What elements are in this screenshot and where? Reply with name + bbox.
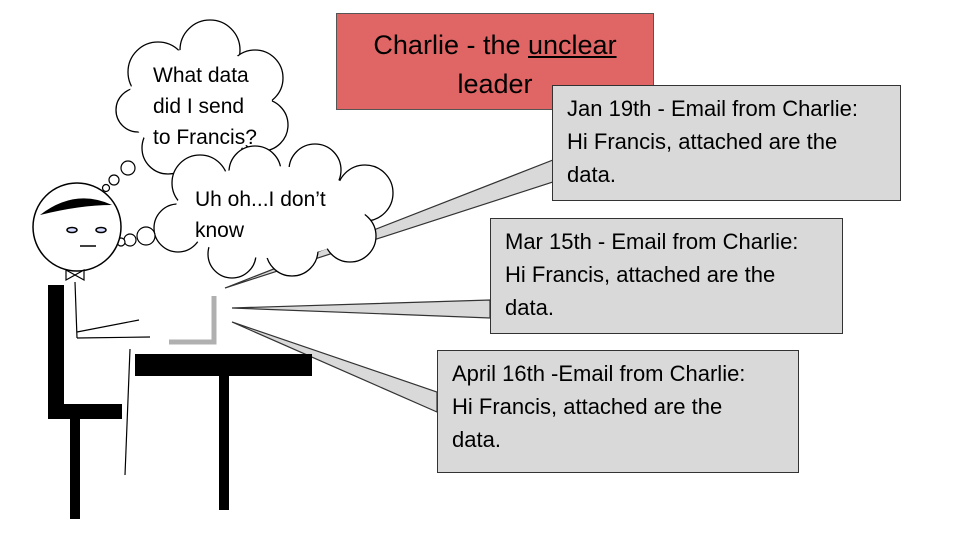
email-header: Mar 15th - Email from Charlie: <box>505 229 799 254</box>
thought-line: know <box>195 219 245 242</box>
bowtie-icon <box>65 268 85 282</box>
email-header: April 16th -Email from Charlie: <box>452 361 746 386</box>
thought-bubble-dot <box>101 183 111 193</box>
email-box-jan: Jan 19th - Email from Charlie: Hi Franci… <box>552 85 901 201</box>
email-body: data. <box>567 162 616 187</box>
thought-bubble-dot <box>136 226 156 246</box>
email-body: Hi Francis, attached are the <box>567 129 838 154</box>
thought-bubble-dot <box>123 233 137 247</box>
figure-torso <box>74 281 78 339</box>
figure-hair <box>40 198 112 215</box>
stick-figure <box>32 182 151 476</box>
thought-bubble-dot <box>108 174 120 186</box>
thought-bubble-dot <box>120 160 136 176</box>
thought-cloud-2 <box>153 143 394 279</box>
laptop-icon <box>169 296 217 345</box>
email-body: data. <box>505 295 554 320</box>
desk <box>135 354 312 510</box>
chair <box>48 285 122 519</box>
figure-arm <box>76 319 140 333</box>
email-box-april: April 16th -Email from Charlie: Hi Franc… <box>437 350 799 473</box>
title-emphasis: unclear <box>528 30 617 60</box>
thought-text-2: Uh oh...I don’t know <box>195 184 326 246</box>
thought-line: What data <box>153 64 249 87</box>
figure-left-eye <box>66 226 78 234</box>
figure-thigh <box>76 336 151 339</box>
email-body: Hi Francis, attached are the <box>452 394 723 419</box>
thought-line: Uh oh...I don’t <box>195 188 326 211</box>
thought-text-1: What data did I send to Francis? <box>153 60 257 153</box>
email-box-mar: Mar 15th - Email from Charlie: Hi Franci… <box>490 218 843 334</box>
email-body: data. <box>452 427 501 452</box>
figure-shin <box>124 348 131 476</box>
callout-tail-email-2 <box>231 299 491 319</box>
thought-line: did I send <box>153 95 245 118</box>
email-header: Jan 19th - Email from Charlie: <box>567 96 858 121</box>
figure-right-eye <box>95 226 107 234</box>
email-body: Hi Francis, attached are the <box>505 262 776 287</box>
thought-cloud-1 <box>115 19 289 175</box>
figure-head <box>32 182 122 272</box>
title-prefix: Charlie - the <box>373 30 528 60</box>
thought-line: to Francis? <box>153 126 257 149</box>
title-suffix: leader <box>457 69 533 99</box>
